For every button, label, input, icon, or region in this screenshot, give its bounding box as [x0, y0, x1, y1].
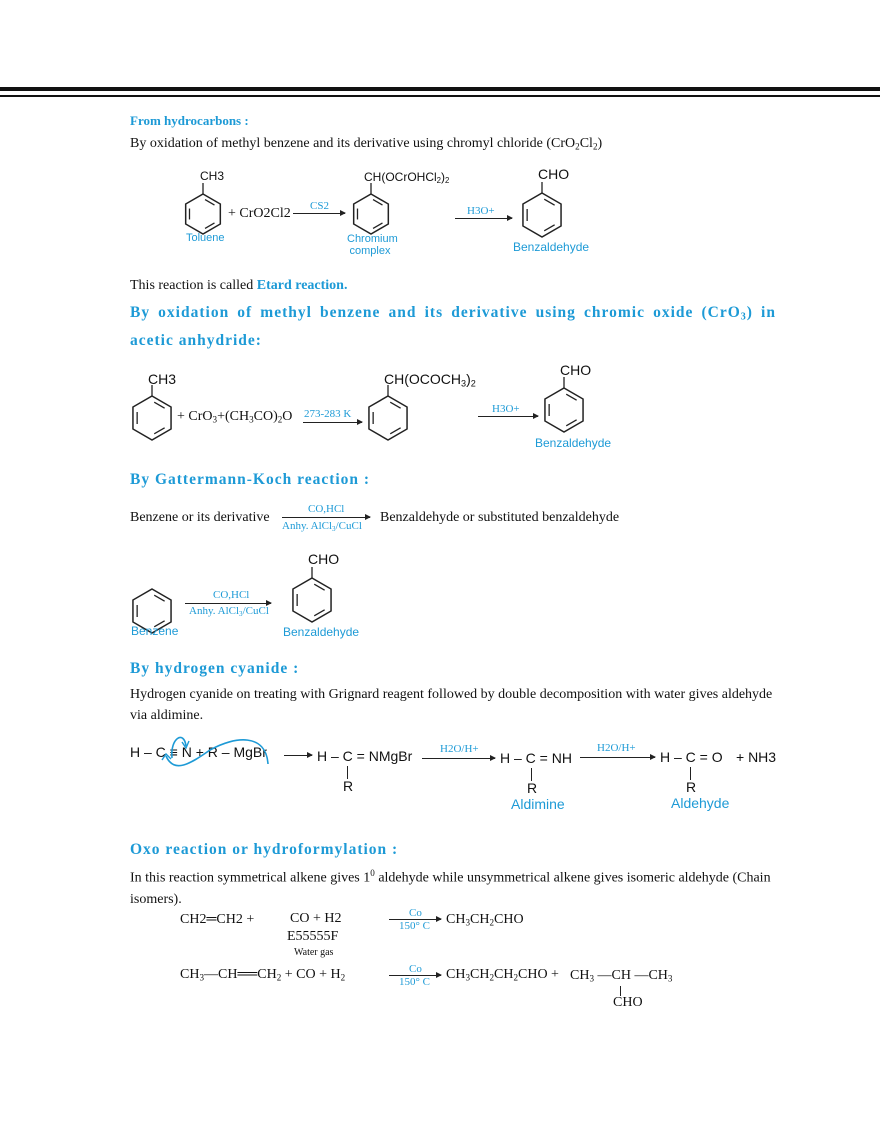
electron-arrow-icon: [161, 736, 269, 767]
bond-line: [347, 766, 349, 779]
reaction-arrow: [282, 514, 371, 520]
cho-group: CHO: [538, 166, 570, 182]
reaction-arrow: [580, 754, 656, 760]
reagent-cro2cl2: + CrO2Cl2: [228, 206, 291, 221]
etard-note: This reaction is called Etard reaction.: [130, 278, 348, 293]
r-group: R: [686, 779, 697, 795]
benzene-ring-intermediate: [368, 385, 408, 441]
isomer-branch-cho: CHO: [613, 995, 643, 1010]
water-gas-formula: CO + H2: [290, 911, 342, 926]
label-benzaldehyde: Benzaldehyde: [283, 625, 360, 639]
reaction-arrow: [185, 600, 272, 606]
reaction-arrow: [389, 916, 442, 922]
condition-cs2: CS2: [310, 200, 329, 212]
paragraph-chromyl: By oxidation of methyl benzene and its d…: [130, 136, 603, 152]
label-water-gas: Water gas: [294, 947, 334, 958]
condition-co-hcl: CO,HCl: [308, 503, 345, 515]
section-heading-chromic-oxide: By oxidation of methyl benzene and its d…: [130, 304, 776, 349]
propanal: CH3CH2CHO: [446, 912, 524, 928]
paragraph-oxo: In this reaction symmetrical alkene give…: [130, 868, 771, 907]
reagent-cro3: + CrO3+(CH3CO)2O: [177, 409, 293, 425]
gk-right-text: Benzaldehyde or substituted benzaldehyde: [380, 510, 620, 525]
reaction-arrow: [303, 419, 363, 425]
bond-line: [531, 768, 533, 781]
benzene-ring-benzaldehyde: [544, 377, 584, 433]
aldehyde-formula: H – C = O: [660, 749, 723, 765]
label-benzene: Benzene: [131, 624, 179, 638]
label-benzaldehyde: Benzaldehyde: [513, 240, 590, 254]
label-benzaldehyde: Benzaldehyde: [535, 436, 612, 450]
acetal-group: CH(OCOCH3)2: [384, 371, 476, 389]
condition-h2o-h: H2O/H+: [440, 743, 479, 755]
benzene-ring-complex: [352, 183, 390, 235]
condition-h2o-h: H2O/H+: [597, 742, 636, 754]
header-rule-thick: [0, 87, 880, 91]
section-heading-hydrocarbons: From hydrocarbons :: [130, 113, 249, 128]
section-heading-hydrogen-cyanide: By hydrogen cyanide :: [130, 660, 300, 677]
reaction-arrow: [422, 755, 496, 761]
cho-group: CHO: [560, 362, 592, 378]
condition-co: Co: [409, 963, 422, 975]
header-rule-thin: [0, 95, 880, 97]
condition-alcl3: Anhy. AlCl3/CuCl: [282, 520, 362, 533]
benzene-ring-toluene: [184, 183, 222, 235]
reaction-arrow: [455, 215, 513, 221]
benzene-ring-toluene: [132, 385, 172, 441]
condition-temperature: 273-283 K: [304, 408, 352, 420]
isobutyraldehyde-chain: CH3 —CH —CH3: [570, 968, 673, 984]
section-heading-oxo: Oxo reaction or hydroformylation :: [130, 841, 399, 858]
reaction-arrow: [293, 210, 346, 216]
condition-alcl3: Anhy. AlCl3/CuCl: [189, 605, 269, 618]
bond-line: [620, 986, 621, 996]
cho-group: CHO: [308, 551, 340, 567]
reaction-arrow: [478, 413, 539, 419]
gk-left-text: Benzene or its derivative: [130, 510, 270, 525]
condition-150c: 150° C: [399, 920, 430, 932]
r-group: R: [343, 778, 354, 794]
condition-co-hcl: CO,HCl: [213, 589, 250, 601]
condition-h3o: H3O+: [492, 403, 520, 415]
condition-h3o: H3O+: [467, 205, 495, 217]
ethene: CH2═CH2 +: [180, 912, 255, 927]
imine-salt: H – C = NMgBr: [317, 748, 413, 764]
ch3-group: CH3: [148, 371, 177, 387]
reaction-arrow: [284, 752, 313, 758]
chromium-complex-group: CH(OCrOHCl2)2: [364, 170, 450, 185]
propene-reactants: CH3—CH══CH2 + CO + H2: [180, 967, 346, 983]
ch3-group: CH3: [200, 169, 225, 183]
benzene-ring-benzene: [132, 588, 172, 634]
bond-line: [690, 767, 692, 780]
reaction-arrow: [389, 972, 442, 978]
label-aldehyde: Aldehyde: [671, 795, 730, 811]
ammonia: + NH3: [736, 749, 777, 765]
condition-co: Co: [409, 907, 422, 919]
label-aldimine: Aldimine: [511, 796, 565, 812]
r-group: R: [527, 780, 538, 796]
paragraph-hcn: Hydrogen cyanide on treating with Grigna…: [130, 687, 773, 723]
artifact-text: E55555F: [287, 929, 339, 944]
label-toluene: Toluene: [186, 232, 225, 244]
butanal: CH3CH2CH2CHO +: [446, 967, 559, 983]
condition-150c: 150° C: [399, 976, 430, 988]
benzene-ring-benzaldehyde: [292, 567, 332, 623]
benzene-ring-benzaldehyde: [522, 182, 562, 238]
aldimine-formula: H – C = NH: [500, 750, 572, 766]
section-heading-gattermann-koch: By Gattermann-Koch reaction :: [130, 471, 371, 488]
